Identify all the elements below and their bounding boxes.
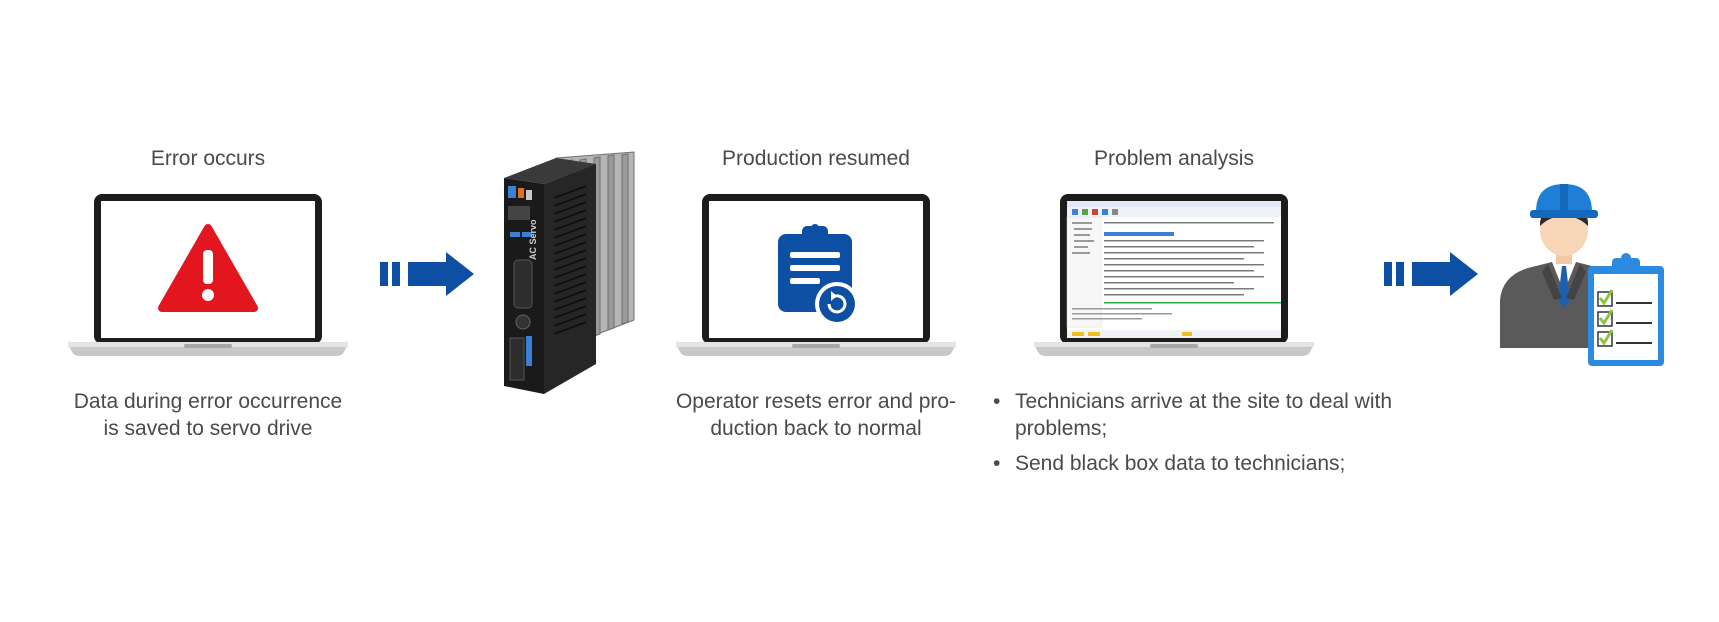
arrow-right-icon (1384, 252, 1480, 296)
list-item: Technicians arrive at the site to deal w… (993, 388, 1393, 442)
caption-line: Operator resets error and pro- (675, 390, 957, 413)
list-item: Send black box data to technicians; (993, 450, 1393, 477)
clipboard-reset-icon (778, 224, 859, 326)
step-title-error: Error occurs (150, 147, 266, 170)
servo-drive-image: AC Servo (496, 150, 646, 400)
servo-label: AC Servo (528, 219, 538, 260)
laptop-error (66, 192, 350, 360)
step-caption-error: Data during error occurrence is saved to… (48, 388, 368, 442)
step-title-production: Production resumed (722, 147, 910, 170)
caption-line: Data during error occurrence (73, 390, 343, 413)
technician-icon (1496, 180, 1668, 370)
software-screen-icon (1066, 201, 1281, 338)
arrow-right-icon (380, 252, 476, 296)
laptop-analysis (1032, 192, 1316, 360)
caption-line: duction back to normal (710, 417, 922, 440)
analysis-bullet-list: Technicians arrive at the site to deal w… (993, 388, 1393, 485)
laptop-production (674, 192, 958, 360)
step-caption-production: Operator resets error and pro- duction b… (651, 388, 981, 442)
caption-line: is saved to servo drive (103, 417, 313, 440)
step-title-analysis: Problem analysis (1094, 147, 1254, 170)
warning-icon (158, 224, 258, 312)
